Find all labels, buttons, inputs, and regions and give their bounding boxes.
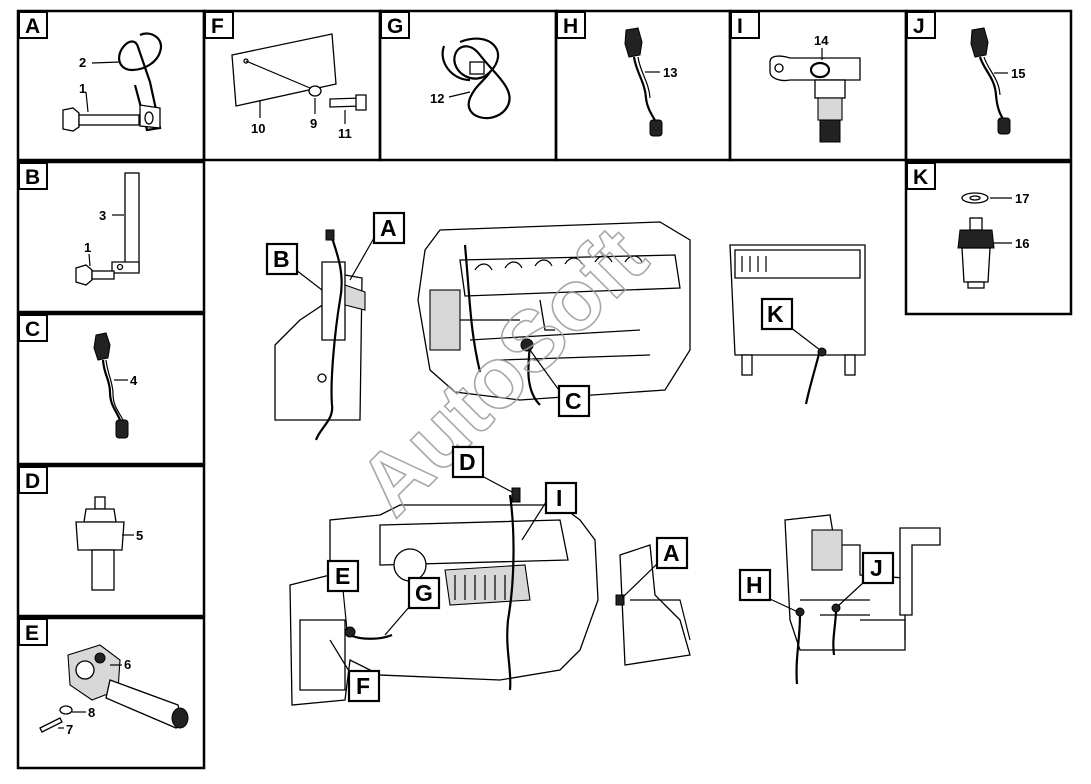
part-label-7: 7 [66, 722, 73, 737]
control-box [729, 244, 866, 405]
part-label-5: 5 [136, 528, 143, 543]
engine-side-view [289, 487, 599, 706]
panel-g-letter: G [387, 15, 403, 38]
callout-bottom-h[interactable]: H [738, 568, 799, 613]
part-label-1: 1 [79, 81, 86, 96]
svg-text:A: A [663, 540, 680, 566]
bracket-assembly-top [274, 229, 366, 441]
part-label-14: 14 [814, 33, 829, 48]
panel-c[interactable]: C 4 [16, 312, 206, 466]
panel-k[interactable]: K 17 16 [904, 160, 1073, 316]
main-drawing-area [274, 221, 941, 706]
engine-top-view [417, 221, 691, 406]
svg-text:A: A [380, 215, 397, 241]
panel-d[interactable]: D 5 [16, 464, 206, 618]
part-label-11: 11 [338, 126, 352, 141]
panel-d-letter: D [25, 470, 40, 493]
panel-a-letter: A [25, 15, 40, 38]
part-label-8: 8 [88, 705, 95, 720]
callout-bottom-e[interactable]: E [326, 559, 360, 631]
panel-i-letter: I [737, 15, 743, 38]
panel-j[interactable]: J 15 [904, 9, 1073, 162]
part-label-10: 10 [251, 121, 265, 136]
svg-text:G: G [415, 580, 433, 606]
svg-text:H: H [746, 572, 763, 598]
panel-k-letter: K [913, 166, 928, 189]
part-label-13: 13 [663, 65, 677, 80]
callout-bottom-i[interactable]: I [521, 481, 578, 541]
svg-text:F: F [356, 673, 370, 699]
part-label-1b: 1 [84, 240, 91, 255]
callout-top-k[interactable]: K [760, 297, 821, 351]
svg-text:B: B [273, 246, 290, 272]
part-label-16: 16 [1015, 236, 1029, 251]
panel-j-letter: J [913, 15, 925, 38]
panel-b[interactable]: B 3 1 [16, 160, 206, 314]
callout-bottom-d[interactable]: D [451, 445, 513, 493]
svg-text:J: J [870, 555, 883, 581]
svg-text:D: D [459, 449, 476, 475]
callout-top-a[interactable]: A [349, 211, 406, 281]
pump-assembly [784, 514, 941, 685]
part-label-12: 12 [430, 91, 444, 106]
part-label-15: 15 [1011, 66, 1025, 81]
part-label-2: 2 [79, 55, 86, 70]
panel-a[interactable]: A 1 2 [16, 9, 206, 162]
part-label-6: 6 [124, 657, 131, 672]
part-label-17: 17 [1015, 191, 1029, 206]
part-label-4: 4 [130, 373, 138, 388]
panel-i[interactable]: I 14 [728, 9, 908, 162]
panel-f-letter: F [211, 15, 224, 38]
callout-top-c[interactable]: C [529, 349, 591, 418]
svg-text:K: K [767, 301, 784, 327]
callout-bottom-g[interactable]: G [384, 576, 441, 636]
panel-e-letter: E [25, 622, 39, 645]
callout-bottom-j[interactable]: J [837, 551, 895, 607]
panel-g[interactable]: G 12 [378, 9, 558, 162]
svg-text:C: C [565, 388, 582, 414]
bracket-assembly-bottom [615, 544, 691, 666]
callout-bottom-a[interactable]: A [621, 536, 689, 599]
part-label-9: 9 [310, 116, 317, 131]
panel-b-letter: B [25, 166, 40, 189]
panel-f[interactable]: F 10 9 11 [202, 9, 382, 162]
svg-text:I: I [556, 485, 562, 511]
panel-h-letter: H [563, 15, 578, 38]
panel-c-letter: C [25, 318, 40, 341]
panel-h[interactable]: H 13 [554, 9, 732, 162]
svg-text:E: E [335, 563, 350, 589]
callout-bottom-f[interactable]: F [329, 639, 381, 703]
callout-top-b[interactable]: B [265, 242, 323, 291]
panel-e[interactable]: E 6 8 7 [16, 616, 206, 770]
part-label-3: 3 [99, 208, 106, 223]
